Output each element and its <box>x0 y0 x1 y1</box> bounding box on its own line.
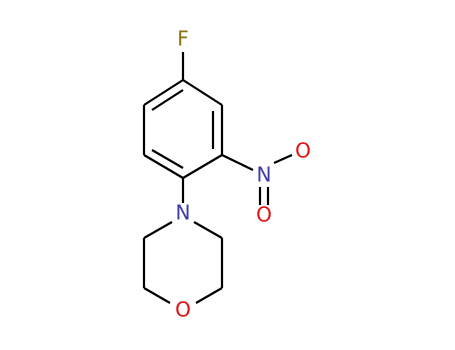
bond-c1-c2 <box>182 79 223 106</box>
atom-o-morpholine-label: O <box>175 298 191 322</box>
bond-cd-o3 <box>195 287 223 304</box>
bond-n1-o1 <box>273 153 293 165</box>
atom-f-label: F <box>177 27 189 51</box>
atom-n-morpholine-label: N <box>176 201 191 225</box>
nitro-group <box>221 153 293 205</box>
bond-c6-c1 <box>143 79 184 106</box>
bond-n2-ca <box>143 221 173 239</box>
atom-n-nitro-label: N <box>257 163 272 187</box>
bond-n2-cb <box>193 221 223 239</box>
atom-o-nitro-right-label: O <box>295 139 311 163</box>
bond-c3-c4 <box>182 154 223 179</box>
bond-c4-c5 <box>143 154 184 179</box>
atom-o-nitro-bottom-label: O <box>256 203 272 227</box>
bond-cc-o3 <box>143 287 171 304</box>
bond-c6-c1-inner <box>151 89 184 111</box>
bond-c3-n1 <box>221 154 254 171</box>
bond-c4-c5-inner <box>151 149 184 169</box>
morpholine-ring <box>142 178 224 304</box>
benzene-ring <box>142 79 224 179</box>
